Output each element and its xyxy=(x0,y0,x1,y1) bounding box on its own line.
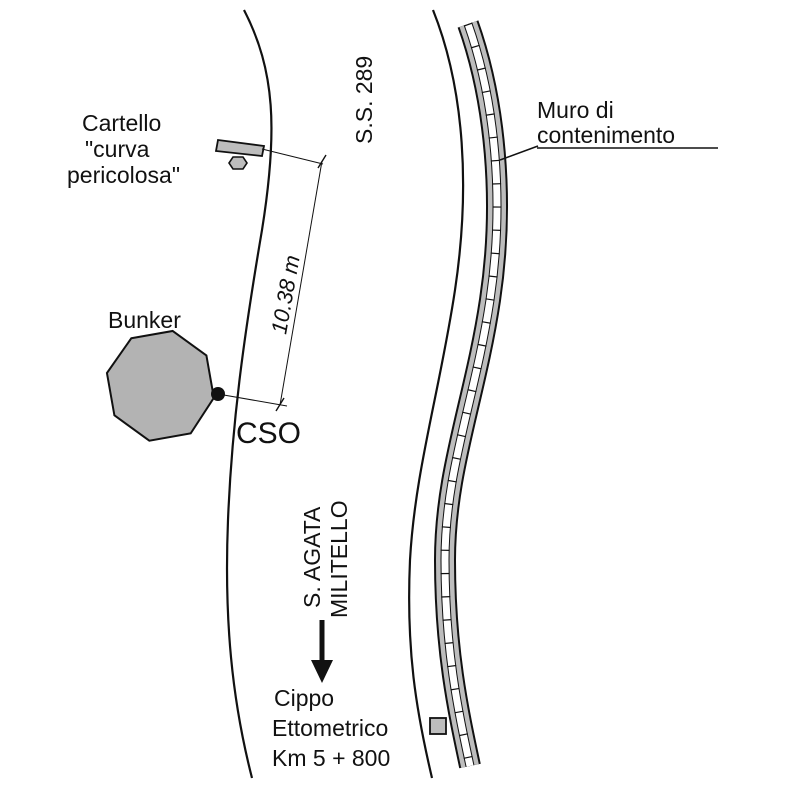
wall-label-line1: Muro di xyxy=(537,97,614,123)
direction-arrow-head xyxy=(311,660,333,683)
sign-label-line1: Cartello xyxy=(82,110,161,136)
bunker-octagon xyxy=(105,329,215,442)
dimension-line xyxy=(279,160,323,406)
road-left-edge xyxy=(225,9,273,779)
warning-sign-post xyxy=(228,156,248,170)
bunker-label: Bunker xyxy=(108,307,181,333)
retaining-wall-ties xyxy=(440,22,502,767)
direction-label-line1: S. AGATA xyxy=(299,506,325,608)
marker-label-line3: Km 5 + 800 xyxy=(272,745,390,771)
distance-dimension xyxy=(217,148,327,412)
dimension-extension-top xyxy=(261,148,324,165)
direction-label-line2: MILITELLO xyxy=(326,500,352,618)
dimension-tick-bottom xyxy=(275,397,285,412)
retaining-wall xyxy=(433,20,508,769)
wall-label-line2: contenimento xyxy=(537,122,675,148)
dimension-tick-top xyxy=(317,154,327,169)
wall-leader-line xyxy=(499,145,539,161)
warning-sign xyxy=(214,138,266,170)
marker-label-line1: Cippo xyxy=(274,685,334,711)
road-name-label: S.S. 289 xyxy=(351,56,377,144)
warning-sign-board xyxy=(214,138,266,157)
cso-point-marker xyxy=(211,387,225,401)
road-right-edge xyxy=(408,9,465,779)
cso-label: CSO xyxy=(236,417,301,450)
sign-label-line2: "curva xyxy=(85,136,150,162)
sign-label-line3: pericolosa" xyxy=(67,162,180,188)
dimension-extension-bottom xyxy=(217,393,288,407)
marker-label-line2: Ettometrico xyxy=(272,715,388,741)
hectometric-marker-symbol xyxy=(429,717,447,735)
